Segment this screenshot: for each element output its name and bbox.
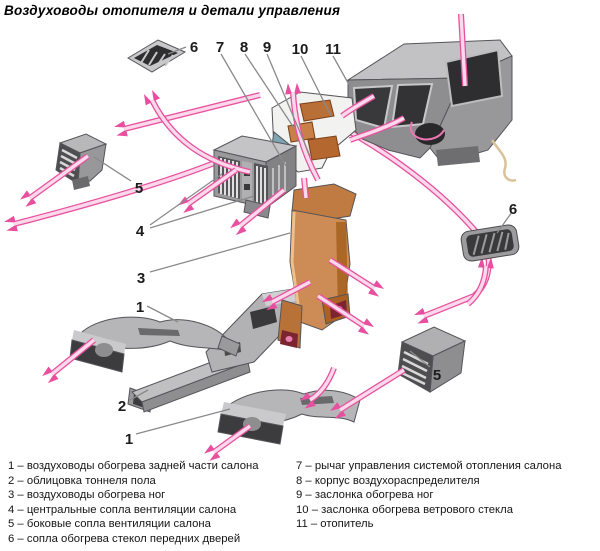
legend-item: 10 – заслонка обогрева ветрового стекла <box>296 503 514 516</box>
callout-control-lever: 7 <box>216 39 224 56</box>
callout-numbers: 6 7 8 9 10 11 5 4 3 1 2 1 6 5 <box>118 39 517 448</box>
callout-center-vents: 4 <box>136 223 145 240</box>
leader-lines <box>93 46 513 435</box>
heater-unit <box>346 39 517 182</box>
callout-rear-duct-upper: 1 <box>136 299 144 316</box>
legend-item: 6 – сопла обогрева стекол передних двере… <box>8 532 241 545</box>
rear-duct-lower <box>217 389 361 445</box>
legend-item: 11 – отопитель <box>296 518 374 531</box>
callout-side-vent-left: 5 <box>135 180 143 197</box>
callout-side-vent-right: 5 <box>433 367 441 384</box>
callout-tunnel-trim: 2 <box>118 398 126 415</box>
callout-heater: 11 <box>325 41 341 58</box>
side-vent-right <box>397 326 467 393</box>
legend-item: 1 – воздуховоды обогрева задней части са… <box>8 460 259 472</box>
page-title: Воздуховоды отопителя и детали управлени… <box>4 3 341 18</box>
callout-foot-duct: 3 <box>137 270 145 287</box>
callout-grille-front-right: 6 <box>509 201 517 218</box>
heater-cable <box>490 139 517 182</box>
grille-front-left <box>127 39 187 73</box>
legend-item: 7 – рычаг управления системой отопления … <box>296 460 562 472</box>
foot-heat-flap <box>307 135 341 161</box>
callout-rear-duct-lower: 1 <box>125 431 133 448</box>
rear-duct-upper <box>69 316 241 373</box>
airflow-overlayer <box>20 13 468 461</box>
legend-item: 8 – корпус воздухораспределителя <box>296 474 480 487</box>
callout-distributor-housing: 8 <box>240 39 248 56</box>
side-vent-left <box>55 133 108 190</box>
callout-grille-front-left: 6 <box>190 39 198 56</box>
callout-foot-flap: 9 <box>263 39 271 56</box>
grille-front-right <box>460 224 520 262</box>
legend-item: 5 – боковые сопла вентиляции салона <box>8 518 211 531</box>
legend-item: 4 – центральные сопла вентиляции салона <box>8 503 237 516</box>
legend-item: 9 – заслонка обогрева ног <box>296 489 434 502</box>
legend-item: 2 – облицовка тоннеля пола <box>8 474 156 487</box>
callout-windshield-flap: 10 <box>292 41 309 58</box>
legend-item: 3 – воздуховоды обогрева ног <box>8 489 166 502</box>
legend-column-right: 7 – рычаг управления системой отопления … <box>296 459 596 532</box>
legend-column-left: 1 – воздуховоды обогрева задней части са… <box>8 459 294 547</box>
